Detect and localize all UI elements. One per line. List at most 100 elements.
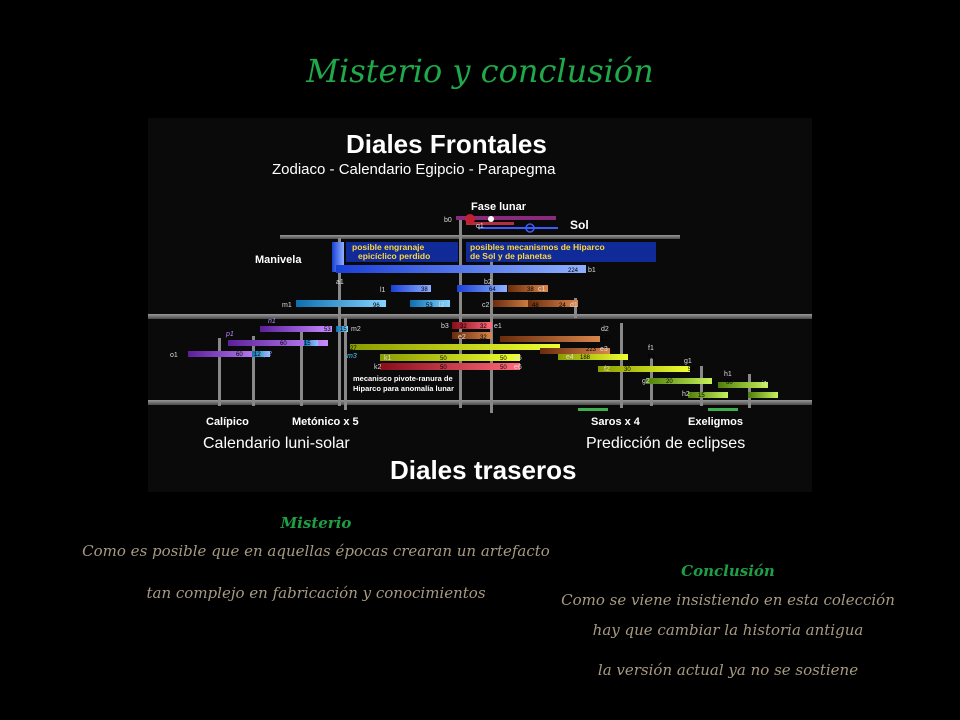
gear-k1-label: k1 xyxy=(384,355,392,362)
gear-q1-label: q1 xyxy=(476,223,484,230)
gear-c1-teeth: 64 xyxy=(489,287,496,293)
gear-e4-teeth: 188 xyxy=(580,355,591,361)
gear-m3-label: m3 xyxy=(347,353,357,360)
gear-e3-teeth: 223 xyxy=(586,347,597,353)
gear-e3-label: e3 xyxy=(600,346,608,353)
gear-b2-label: b2 xyxy=(484,279,492,286)
epicyclic-line2: epicíclico perdido xyxy=(358,251,430,261)
gear-e1-teeth: 32 xyxy=(480,324,487,330)
gear-m2-label: m2 xyxy=(351,326,361,333)
gear-p1-label: p1 xyxy=(225,331,234,338)
gear-e2-teeth: 32 xyxy=(480,335,487,341)
gear-b3-teeth: 32 xyxy=(460,324,467,330)
gear-m1-teeth: 96 xyxy=(373,303,380,309)
manivela-label: Manivela xyxy=(255,254,302,266)
gear-g2-label: g2 xyxy=(642,378,650,385)
gear-h1-label: h1 xyxy=(724,371,732,378)
gear-60-teeth: 60 xyxy=(280,341,287,347)
gear-k2-label: k2 xyxy=(374,364,382,371)
gear-g1-label: g1 xyxy=(684,358,692,365)
gear-l1-label: l1 xyxy=(380,287,386,294)
gear-p2-label: p2 xyxy=(263,351,272,358)
gear-b3-label: b3 xyxy=(441,323,449,330)
gear-l2-teeth: 53 xyxy=(426,303,433,309)
gear-d1-label: d1 xyxy=(570,302,578,309)
fase-lunar-label: Fase lunar xyxy=(471,201,527,213)
gear-e5-teeth: 50 xyxy=(500,356,507,362)
gear-f1-label: f1 xyxy=(648,345,654,352)
misterio-heading: Misterio xyxy=(280,514,352,532)
luni-solar-label: Calendario luni-solar xyxy=(203,435,350,452)
epicyclic-box xyxy=(346,242,458,262)
gear-f2-teeth: 30 xyxy=(624,367,631,373)
gear-f2-label: f2 xyxy=(604,366,610,373)
gear-l2-label: l2 xyxy=(439,302,445,309)
gear-n1-teeth: 53 xyxy=(324,327,331,333)
gear-38-teeth: 38 xyxy=(527,287,534,293)
top-plate xyxy=(280,235,680,239)
pin-slot-line2: Hiparco para anomalía lunar xyxy=(353,384,454,393)
gear-m3-teeth: 27 xyxy=(350,346,357,352)
conclusion-heading: Conclusión xyxy=(681,562,775,580)
gear-h2-label: h2 xyxy=(682,391,690,398)
hiparco-line1: posibles mecanismos de Hiparco xyxy=(470,242,605,252)
gear-e1-label: e1 xyxy=(494,323,502,330)
gear-48-teeth: 48 xyxy=(532,303,539,309)
gear-m1-label: m1 xyxy=(282,302,292,309)
gear-f1-teeth: 53 xyxy=(648,355,655,361)
gear-l1-teeth: 38 xyxy=(421,287,428,293)
gear-c2-label: c2 xyxy=(482,302,490,309)
front-dials-subtitle: Zodiaco - Calendario Egipcio - Parapegma xyxy=(272,161,556,178)
gear-a1-label: a1 xyxy=(336,279,344,286)
gear-n1-label: n1 xyxy=(268,318,276,325)
metonico-label: Metónico x 5 xyxy=(292,416,359,428)
gear-d2-label: d2 xyxy=(601,326,609,333)
gear-e2-label: e2 xyxy=(458,334,466,341)
gear-b1 xyxy=(336,265,586,273)
upper-gears xyxy=(296,285,578,307)
gear-o1-label: o1 xyxy=(170,352,178,359)
gear-k1-teeth: 50 xyxy=(440,356,447,362)
conclusion-line-1: Como se viene insistiendo en esta colecc… xyxy=(561,591,895,609)
rear-dials-title: Diales traseros xyxy=(390,455,576,485)
slide-title: Misterio y conclusión xyxy=(306,52,654,90)
misterio-line-2: tan complejo en fabricación y conocimien… xyxy=(146,584,486,602)
conclusion-line-2: hay que cambiar la historia antigua xyxy=(592,621,864,639)
eclipses-label: Predicción de eclipses xyxy=(586,435,745,452)
gear-n2-label: n2 xyxy=(310,340,318,347)
front-dials-title: Diales Frontales xyxy=(346,129,547,159)
gear-b1-teeth: 224 xyxy=(568,268,579,274)
sol-label: Sol xyxy=(570,218,589,232)
calipico-label: Calípico xyxy=(206,416,249,428)
exeligmos-label: Exeligmos xyxy=(688,416,743,428)
gear-h2-teeth: 15 xyxy=(698,393,705,399)
gear-b0-label: b0 xyxy=(444,217,452,224)
misterio-line-1: Como es posible que en aquellas épocas c… xyxy=(82,542,550,560)
gear-g2-teeth: 20 xyxy=(666,379,673,385)
epicyclic-line1: posible engranaje xyxy=(352,242,425,252)
gear-d1-teeth: 24 xyxy=(559,303,566,309)
manivela-shaft xyxy=(332,242,344,272)
saros-label: Saros x 4 xyxy=(591,416,641,428)
gear-e6-teeth: 50 xyxy=(500,365,507,371)
lower-gears xyxy=(188,322,778,411)
gear-k2-teeth: 50 xyxy=(440,365,447,371)
pin-slot-line1: mecanisco pivote-ranura de xyxy=(353,374,453,383)
hiparco-box xyxy=(466,242,656,262)
gear-b1-label: b1 xyxy=(588,267,596,274)
conclusion-line-3: la versión actual ya no se sostiene xyxy=(597,661,859,679)
gear-d2-teeth: 127 xyxy=(601,336,612,342)
gear-g1-teeth: 54 xyxy=(688,367,695,373)
gear-e5-label: e5 xyxy=(514,355,522,362)
hiparco-line2: de Sol y de planetas xyxy=(470,251,552,261)
gear-o1-teeth: 60 xyxy=(236,352,243,358)
gear-h1-teeth: 60 xyxy=(726,380,733,386)
bottom-plate xyxy=(148,400,812,405)
mid-plate xyxy=(148,314,812,319)
gear-i1-label: i1 xyxy=(762,381,768,388)
lunar-phase-assembly xyxy=(456,214,558,233)
gear-c1-label: c1 xyxy=(538,286,546,293)
antikythera-gear-diagram: Diales Frontales Zodiaco - Calendario Eg… xyxy=(148,118,812,492)
gear-n2-teeth: 15 xyxy=(304,341,311,347)
gear-e6-label: e6 xyxy=(514,364,522,371)
